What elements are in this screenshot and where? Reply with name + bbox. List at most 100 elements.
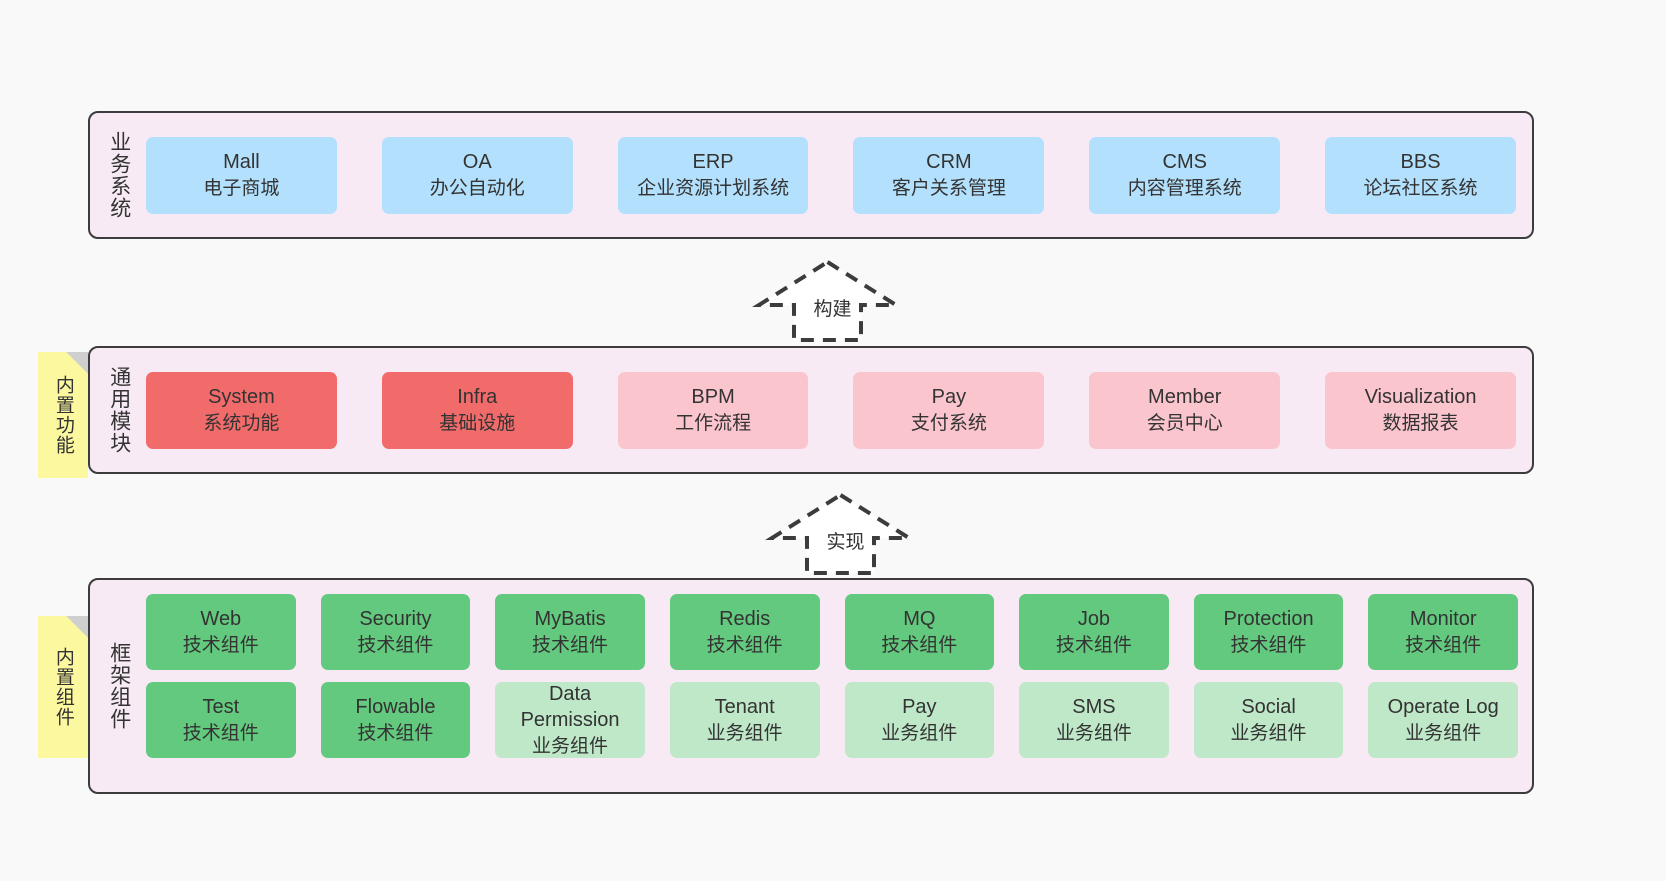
card-oa-title: OA [462,151,492,174]
card-mall[interactable]: Mall 电子商城 [146,136,337,214]
card-bpm-title: BPM [691,386,735,409]
card-monitor-title: Monitor [1409,608,1477,631]
card-web-subtitle: 技术组件 [182,634,259,656]
arrow-build-icon [752,259,903,342]
card-mybatis-title: MyBatis [534,608,606,631]
card-cms[interactable]: CMS 内容管理系统 [1089,136,1281,214]
card-social[interactable]: Social 业务组件 [1193,682,1344,758]
card-mq-subtitle: 技术组件 [881,634,958,656]
card-tenant[interactable]: Tenant 业务组件 [669,682,820,758]
card-member-title: Member [1148,386,1222,409]
card-data-permission-subtitle: 业务组件 [532,735,609,757]
card-erp-subtitle: 企业资源计划系统 [637,177,790,199]
card-monitor[interactable]: Monitor 技术组件 [1368,594,1518,670]
card-pay-module-title: Pay [931,386,967,409]
card-test-subtitle: 技术组件 [182,722,259,744]
card-pay-module-subtitle: 支付系统 [910,412,987,434]
card-test-title: Test [202,696,240,719]
card-visualization[interactable]: Visualization 数据报表 [1325,371,1516,449]
card-oa-subtitle: 办公自动化 [429,177,525,199]
card-member[interactable]: Member 会员中心 [1089,371,1281,449]
card-protection-subtitle: 技术组件 [1230,634,1307,656]
note-builtin-components-text: 内置组件 [52,647,74,727]
card-bbs-title: BBS [1400,151,1441,174]
layer-framework-components-label: 框架组件 [107,642,131,730]
card-pay-module[interactable]: Pay 支付系统 [853,371,1045,449]
arrow-implement: 实现 [765,491,916,576]
card-infra-subtitle: 基础设施 [439,412,516,434]
card-bpm-subtitle: 工作流程 [675,412,752,434]
card-crm-subtitle: 客户关系管理 [891,177,1006,199]
layer-business-systems-label: 业务系统 [107,131,131,219]
card-web[interactable]: Web 技术组件 [146,594,296,670]
card-job[interactable]: Job 技术组件 [1019,594,1169,670]
layer-business-systems: 业务系统 Mall 电子商城 OA 办公自动化 ERP 企业资源计划系统 CRM… [88,111,1534,239]
layer-general-modules-label: 通用模块 [107,366,131,454]
card-test[interactable]: Test 技术组件 [146,682,296,758]
note-builtin-functions: 内置功能 [38,352,88,478]
card-protection[interactable]: Protection 技术组件 [1193,594,1344,670]
card-operate-log-subtitle: 业务组件 [1405,722,1482,744]
card-flowable-title: Flowable [355,696,436,719]
layer-framework-components-items: Web 技术组件 Security 技术组件 MyBatis 技术组件 Redi… [146,580,1518,792]
card-monitor-subtitle: 技术组件 [1405,634,1482,656]
card-mybatis[interactable]: MyBatis 技术组件 [495,594,645,670]
card-pay-component-subtitle: 业务组件 [881,722,958,744]
card-redis[interactable]: Redis 技术组件 [669,594,820,670]
framework-row-business: Test 技术组件 Flowable 技术组件 Data Permission … [146,682,1518,758]
card-redis-subtitle: 技术组件 [706,634,783,656]
card-sms-subtitle: 业务组件 [1055,722,1132,744]
card-erp[interactable]: ERP 企业资源计划系统 [617,136,809,214]
card-tenant-subtitle: 业务组件 [706,722,783,744]
card-crm-title: CRM [926,151,972,174]
card-security-title: Security [359,608,432,631]
card-job-title: Job [1077,608,1111,631]
card-flowable-subtitle: 技术组件 [357,722,434,744]
layer-general-modules-items: System 系统功能 Infra 基础设施 BPM 工作流程 Pay 支付系统… [146,348,1518,472]
note-builtin-functions-text: 内置功能 [52,375,74,455]
card-sms[interactable]: SMS 业务组件 [1019,682,1169,758]
card-system-subtitle: 系统功能 [203,412,280,434]
card-flowable[interactable]: Flowable 技术组件 [320,682,471,758]
card-operate-log[interactable]: Operate Log 业务组件 [1368,682,1518,758]
arrow-implement-icon [765,492,916,575]
card-mq-title: MQ [903,608,936,631]
card-security[interactable]: Security 技术组件 [320,594,471,670]
note-builtin-components: 内置组件 [38,616,88,758]
card-pay-component-title: Pay [902,696,937,719]
card-bpm[interactable]: BPM 工作流程 [617,371,809,449]
card-job-subtitle: 技术组件 [1055,634,1132,656]
card-oa[interactable]: OA 办公自动化 [381,136,573,214]
card-protection-title: Protection [1223,608,1314,631]
arrow-implement-label: 实现 [826,532,865,553]
arrow-build-label: 构建 [813,299,852,320]
arrow-build: 构建 [752,258,903,343]
card-redis-title: Redis [719,608,771,631]
card-mall-subtitle: 电子商城 [203,177,280,199]
card-bbs[interactable]: BBS 论坛社区系统 [1325,136,1516,214]
card-erp-title: ERP [692,151,734,174]
card-cms-subtitle: 内容管理系统 [1127,177,1242,199]
card-mybatis-subtitle: 技术组件 [532,634,609,656]
card-system[interactable]: System 系统功能 [146,371,337,449]
card-bbs-subtitle: 论坛社区系统 [1363,177,1478,199]
card-visualization-title: Visualization [1364,386,1477,409]
card-social-title: Social [1241,696,1296,719]
card-web-title: Web [200,608,242,631]
card-sms-title: SMS [1072,696,1116,719]
note-fold-corner-icon [66,352,88,374]
card-crm[interactable]: CRM 客户关系管理 [853,136,1045,214]
framework-row-tech: Web 技术组件 Security 技术组件 MyBatis 技术组件 Redi… [146,594,1518,670]
card-mall-title: Mall [223,151,260,174]
card-member-subtitle: 会员中心 [1146,412,1223,434]
card-mq[interactable]: MQ 技术组件 [844,594,995,670]
card-pay-component[interactable]: Pay 业务组件 [844,682,995,758]
card-infra-title: Infra [457,386,498,409]
card-social-subtitle: 业务组件 [1230,722,1307,744]
card-infra[interactable]: Infra 基础设施 [381,371,573,449]
card-tenant-title: Tenant [714,696,775,719]
card-data-permission[interactable]: Data Permission 业务组件 [495,682,645,758]
layer-framework-components: 框架组件 Web 技术组件 Security 技术组件 MyBatis 技术组件… [88,578,1534,794]
card-operate-log-title: Operate Log [1387,696,1499,719]
